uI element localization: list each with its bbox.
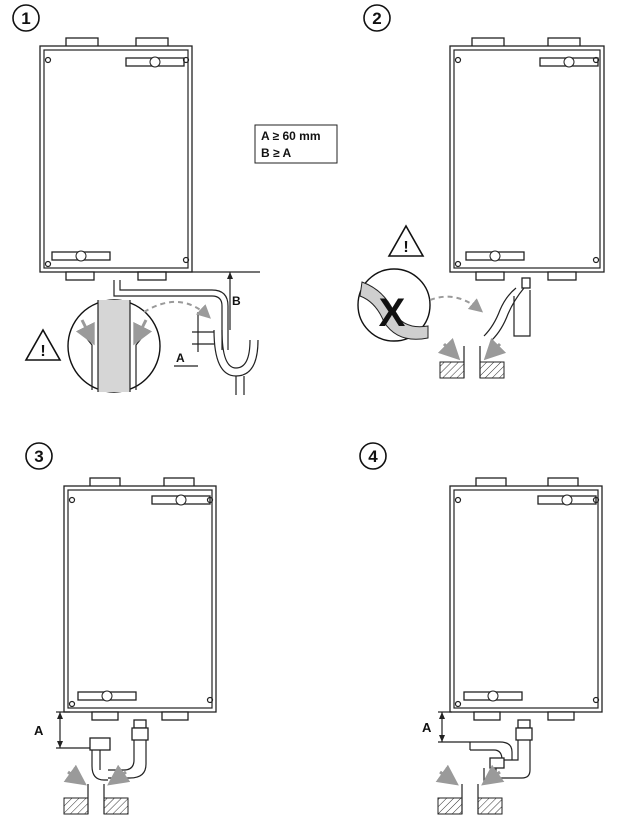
floor-drain <box>63 764 131 815</box>
ventilation-unit <box>39 37 193 281</box>
warning-triangle-icon: ! <box>24 328 62 361</box>
svg-text:B ≥ A: B ≥ A <box>261 146 291 160</box>
warning-triangle-icon: ! <box>387 224 425 257</box>
panel-3: 3 A <box>25 442 217 815</box>
svg-text:2: 2 <box>372 9 381 28</box>
step-badge-2: 2 <box>363 4 391 32</box>
svg-text:A: A <box>422 720 432 735</box>
forbidden-x-icon: X <box>379 291 406 335</box>
svg-text:A ≥ 60 mm: A ≥ 60 mm <box>261 129 321 143</box>
dimension-a: A <box>174 312 214 367</box>
drain-pipe-with-loop <box>469 719 533 782</box>
ventilation-unit <box>63 477 217 721</box>
svg-text:1: 1 <box>21 9 30 28</box>
svg-text:B: B <box>232 294 241 308</box>
ventilation-unit <box>449 477 603 721</box>
step-badge-3: 3 <box>25 442 53 470</box>
incorrect-hose-detail-circle: X <box>357 268 431 342</box>
dimension-a: A <box>422 711 470 743</box>
svg-text:3: 3 <box>34 447 43 466</box>
panel-4: 4 A <box>359 442 603 815</box>
floor-drain <box>435 764 505 815</box>
dimension-b: B <box>227 272 241 330</box>
step-badge-4: 4 <box>359 442 387 470</box>
floor-drain <box>437 337 507 379</box>
panel-1: 1 A ≥ 60 mm B ≥ A <box>12 4 338 395</box>
svg-text:!: ! <box>40 343 45 360</box>
drain-pipe-with-trap <box>89 719 149 781</box>
requirements-box: A ≥ 60 mm B ≥ A <box>254 124 338 164</box>
drain-hose-sagging <box>483 277 531 341</box>
ventilation-unit <box>449 37 605 281</box>
panel-2: 2 ! X <box>357 4 605 379</box>
dimension-a: A <box>34 711 96 749</box>
step-badge-1: 1 <box>12 4 40 32</box>
svg-text:!: ! <box>403 239 408 256</box>
drain-pipe-with-siphon <box>113 271 260 395</box>
svg-text:A: A <box>176 351 185 365</box>
detail-arrow <box>429 295 484 313</box>
svg-text:4: 4 <box>368 447 378 466</box>
magnified-detail-circle <box>67 299 161 393</box>
svg-text:A: A <box>34 723 44 738</box>
